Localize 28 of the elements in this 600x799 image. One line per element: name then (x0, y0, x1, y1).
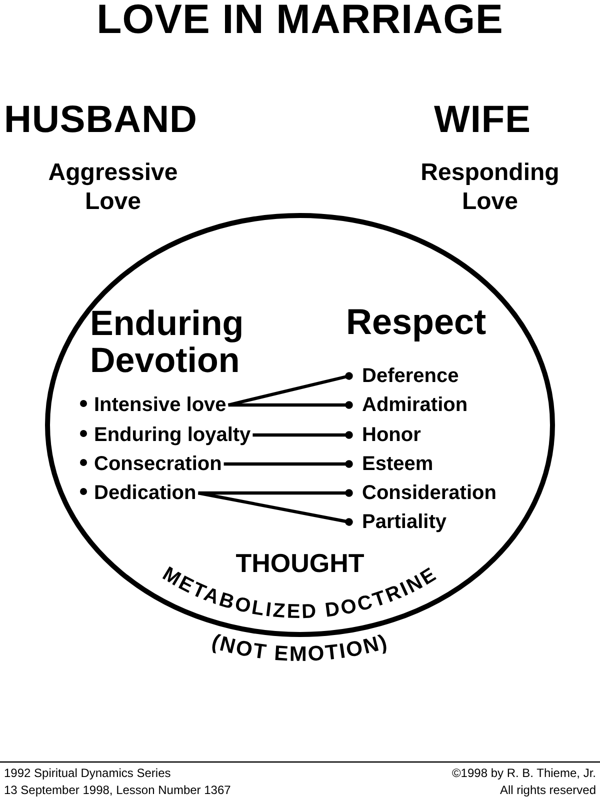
list-item-text: Deference (362, 365, 459, 387)
list-item-text: Intensive love (94, 394, 226, 416)
connector-line (228, 372, 353, 407)
footer-text: 13 September 1998, Lesson Number 1367 (4, 783, 231, 797)
connector-line (224, 460, 353, 468)
list-item-text: Consecration (94, 453, 222, 475)
label-text: Respect (346, 301, 486, 342)
list-item-text: Esteem (362, 453, 434, 475)
list-item-text: Honor (362, 424, 421, 446)
label-text: Enduring Devotion (90, 305, 245, 379)
label-text: Aggressive Love (47, 158, 179, 216)
list-item-text: Enduring loyalty (94, 424, 251, 446)
footer-text: ©1998 by R. B. Thieme, Jr. (450, 766, 596, 780)
footer-text: 1992 Spiritual Dynamics Series (4, 766, 171, 780)
connector-line (198, 489, 353, 497)
connector-line (198, 491, 353, 526)
heading: WIFE (434, 98, 531, 142)
list-item-text: Admiration (362, 394, 468, 416)
connector-line (228, 401, 353, 409)
list-item-text: Dedication (94, 482, 196, 504)
footer-text: All rights reserved (498, 783, 596, 797)
label-text: Responding Love (420, 158, 560, 216)
list-item-text: Partiality (362, 511, 446, 533)
list-item-text: Consideration (362, 482, 496, 504)
title: LOVE IN MARRIAGE (96, 0, 504, 43)
curved-caption: (NOT EMOTION) (209, 630, 391, 666)
connector-line (252, 431, 353, 439)
heading: HUSBAND (4, 98, 198, 142)
